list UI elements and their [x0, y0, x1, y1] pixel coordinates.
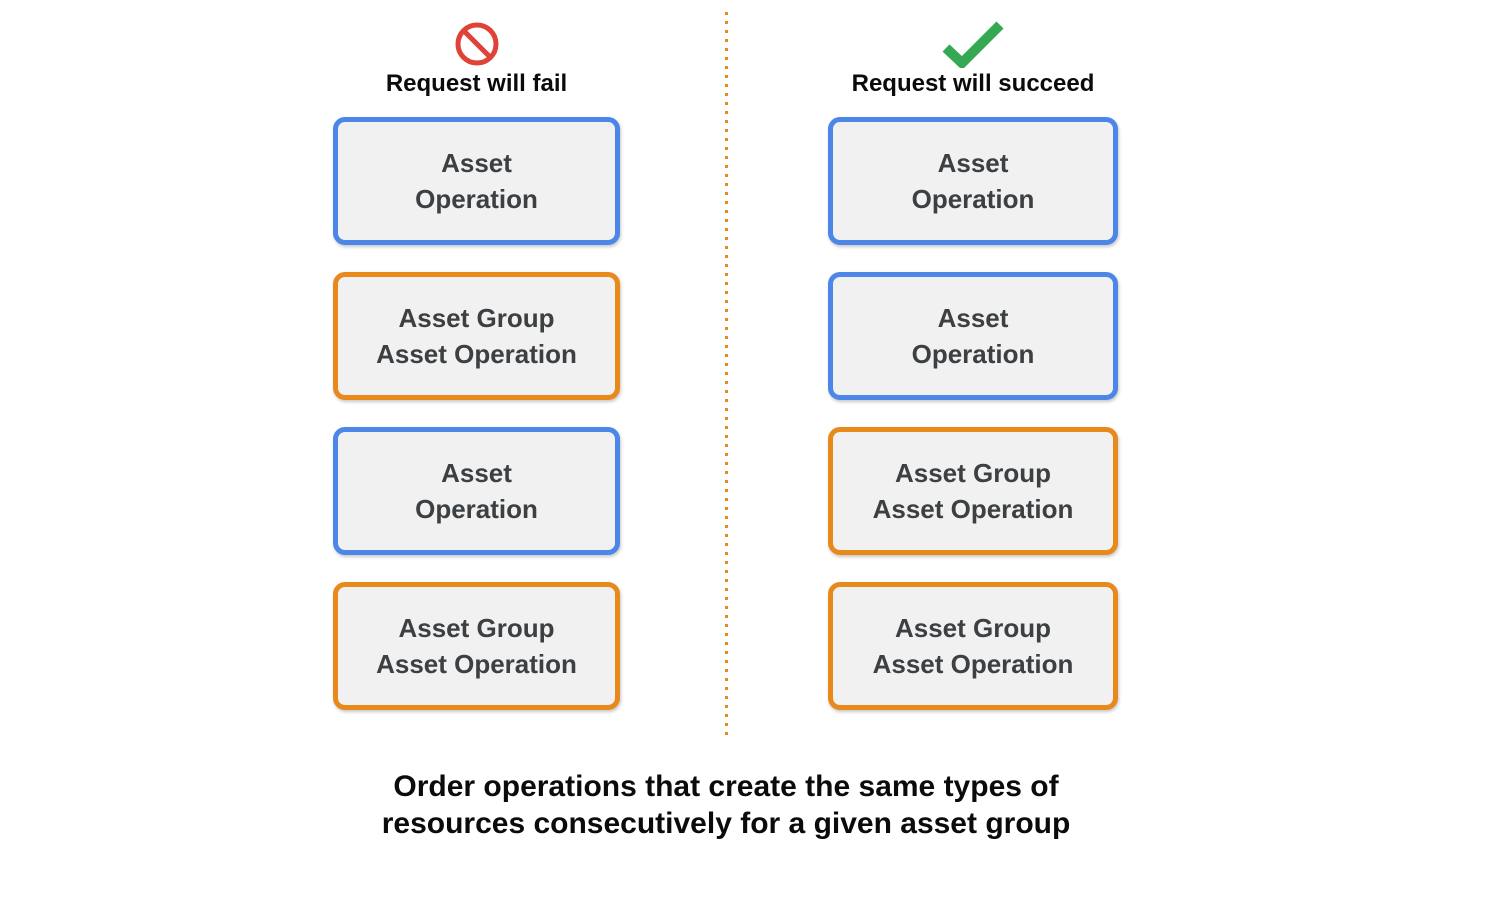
- asset-operation-box: Asset Operation: [828, 117, 1118, 245]
- check-icon: [942, 21, 1004, 68]
- asset-group-asset-operation-box: Asset Group Asset Operation: [828, 582, 1118, 710]
- caption: Order operations that create the same ty…: [381, 770, 1071, 840]
- succeed-icon-slot: [941, 16, 1005, 68]
- asset-operation-box: Asset Operation: [333, 117, 620, 245]
- asset-group-asset-operation-box: Asset Group Asset Operation: [828, 427, 1118, 555]
- fail-icon-slot: [453, 16, 501, 68]
- column-divider: [725, 12, 728, 738]
- asset-group-asset-operation-box: Asset Group Asset Operation: [333, 272, 620, 400]
- asset-operation-box: Asset Operation: [828, 272, 1118, 400]
- asset-operation-box: Asset Operation: [333, 427, 620, 555]
- prohibited-icon: [455, 22, 498, 66]
- succeed-column-title: Request will succeed: [851, 70, 1095, 97]
- asset-group-asset-operation-box: Asset Group Asset Operation: [333, 582, 620, 710]
- fail-column-title: Request will fail: [385, 70, 568, 97]
